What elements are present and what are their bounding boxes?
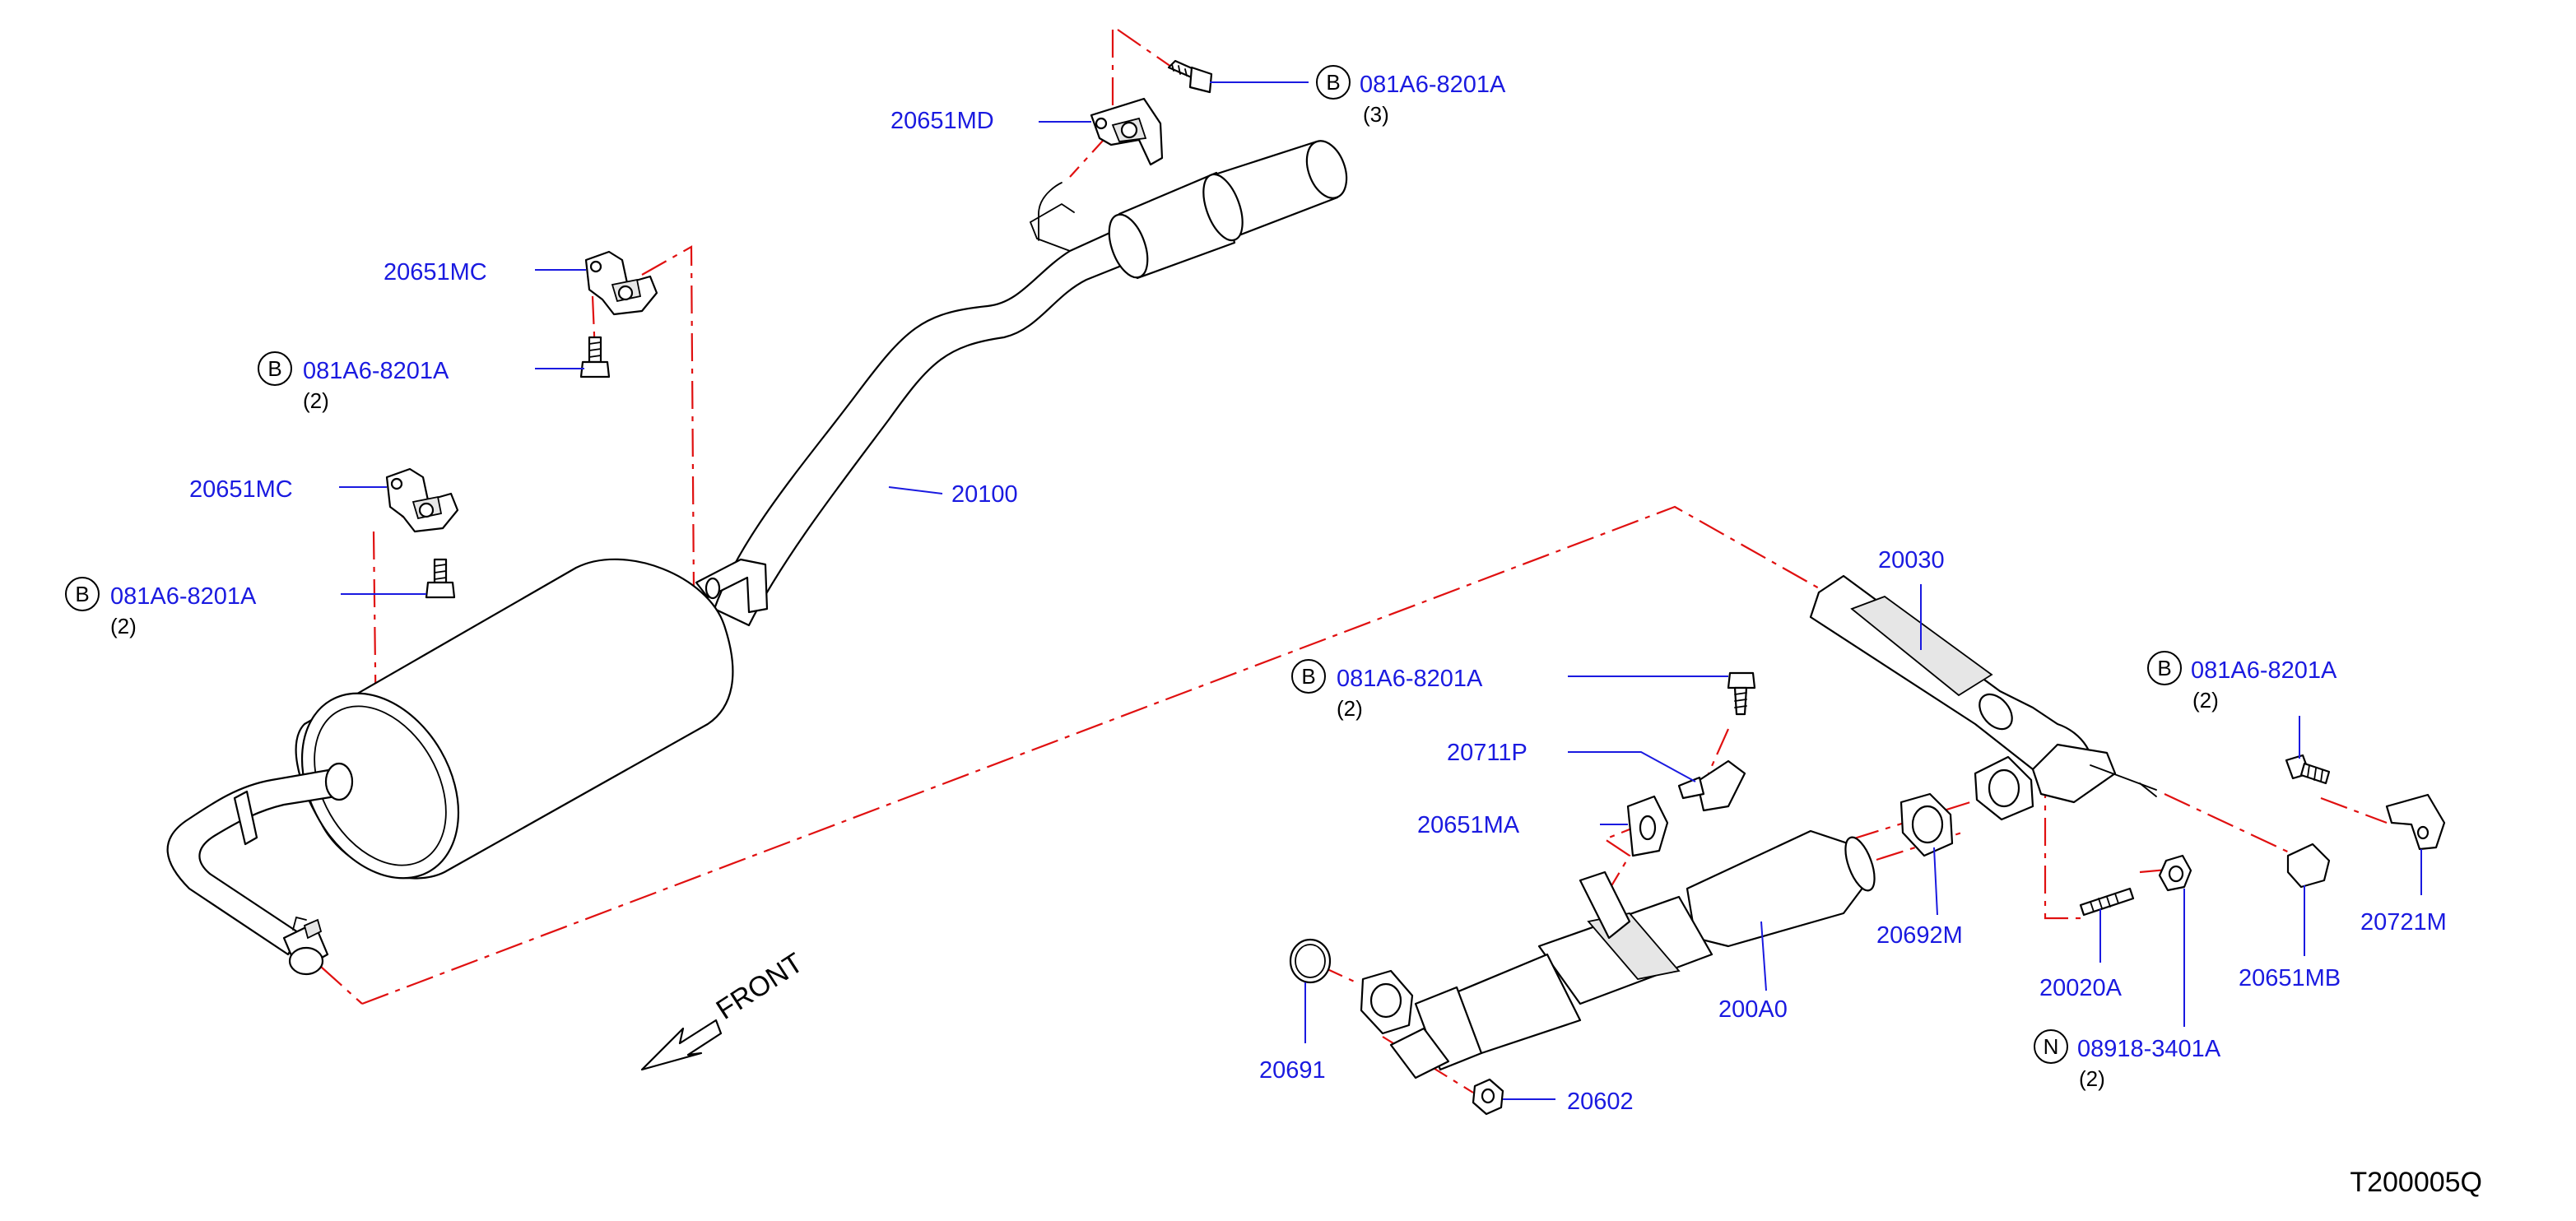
callout-bracket-711p[interactable]: 20711P xyxy=(1447,740,1527,766)
front-tube-part xyxy=(1809,574,2157,821)
badge-letter: B xyxy=(267,356,281,381)
callout-mount-mb[interactable]: 20651MB xyxy=(2239,965,2341,991)
quantity: (2) xyxy=(2079,1066,2105,1091)
part-number[interactable]: 200A0 xyxy=(1718,996,1788,1023)
callout-mount-mc-upper[interactable]: 20651MC xyxy=(384,259,487,286)
part-number[interactable]: 20602 xyxy=(1567,1089,1634,1115)
gasket-692m-part xyxy=(1899,792,1954,857)
quantity: (2) xyxy=(2192,688,2219,713)
callout-bolt-right[interactable]: B 081A6-8201A (2) xyxy=(2147,651,2337,713)
part-number[interactable]: 20651MC xyxy=(189,476,293,503)
quantity: (2) xyxy=(303,388,329,413)
main-muffler-assembly xyxy=(166,140,1348,976)
badge-letter: B xyxy=(2157,656,2171,680)
bracket-721m-part xyxy=(2385,793,2446,851)
callout-nut-n[interactable]: N 08918-3401A (2) xyxy=(2034,1029,2221,1091)
part-number[interactable]: 20020A xyxy=(2039,975,2123,1001)
bolt-center-part xyxy=(1727,671,1756,716)
bolt-top-part xyxy=(1167,59,1213,94)
part-number[interactable]: 20651MA xyxy=(1417,812,1520,838)
bracket-711p-part xyxy=(1677,759,1746,812)
quantity: (2) xyxy=(110,614,137,638)
callout-ring-20691[interactable]: 20691 xyxy=(1259,1057,1326,1084)
front-arrow-icon xyxy=(640,1019,723,1071)
front-label: FRONT xyxy=(711,947,809,1026)
b-badge-icon xyxy=(258,351,292,386)
mount-mc-upper-part xyxy=(584,250,658,316)
bolt-mc-upper-part xyxy=(579,336,611,378)
part-number[interactable]: 20651MD xyxy=(890,108,994,134)
part-number[interactable]: 20030 xyxy=(1878,547,1945,573)
part-number[interactable]: 081A6-8201A xyxy=(110,583,257,610)
part-number[interactable]: 20711P xyxy=(1447,740,1527,766)
part-number[interactable]: 20100 xyxy=(951,481,1018,508)
b-badge-icon xyxy=(1291,659,1326,694)
callout-bolt-center[interactable]: B 081A6-8201A (2) xyxy=(1291,659,1483,721)
diagram-reference-id: T200005Q xyxy=(2350,1167,2482,1198)
callout-mount-ma[interactable]: 20651MA xyxy=(1417,812,1520,838)
callout-stud-20020a[interactable]: 20020A xyxy=(2039,975,2123,1001)
badge-letter: B xyxy=(1326,70,1340,95)
callout-bracket-721m[interactable]: 20721M xyxy=(2360,909,2447,935)
callout-bolt-mc-upper[interactable]: B 081A6-8201A (2) xyxy=(258,351,449,413)
callout-nut-20602[interactable]: 20602 xyxy=(1567,1089,1634,1115)
callout-mount-mc-lower[interactable]: 20651MC xyxy=(189,476,293,503)
part-number[interactable]: 20692M xyxy=(1876,922,1963,949)
callout-gasket-692m[interactable]: 20692M xyxy=(1876,922,1963,949)
quantity: (3) xyxy=(1363,102,1389,127)
b-badge-icon xyxy=(1316,65,1351,100)
callout-front-tube[interactable]: 20030 xyxy=(1878,547,1945,573)
callout-mount-md[interactable]: 20651MD xyxy=(890,108,994,134)
part-number[interactable]: 20651MB xyxy=(2239,965,2341,991)
ring-20691-part xyxy=(1289,938,1332,984)
mount-mb-part xyxy=(2286,843,2331,889)
catalyst-part xyxy=(1360,829,1876,1079)
badge-letter: B xyxy=(1301,664,1315,689)
callout-bolt-mc-lower[interactable]: B 081A6-8201A (2) xyxy=(65,577,257,638)
badge-letter: N xyxy=(2044,1034,2059,1059)
callout-catalyst[interactable]: 200A0 xyxy=(1718,996,1788,1023)
part-number[interactable]: 081A6-8201A xyxy=(1337,666,1483,692)
quantity: (2) xyxy=(1337,696,1363,721)
badge-letter: B xyxy=(75,582,89,606)
b-badge-icon xyxy=(2147,651,2182,685)
callout-bolt-top[interactable]: B 081A6-8201A (3) xyxy=(1316,65,1506,127)
part-number[interactable]: 20721M xyxy=(2360,909,2447,935)
part-number[interactable]: 20691 xyxy=(1259,1057,1326,1084)
bolt-right-part xyxy=(2285,754,2331,785)
mount-md-part xyxy=(1090,97,1164,166)
callout-muffler[interactable]: 20100 xyxy=(951,481,1018,508)
b-badge-icon xyxy=(65,577,100,611)
nut-n-part xyxy=(2158,854,2192,892)
callout-leader-lines xyxy=(339,81,2422,1100)
stud-20020a-part xyxy=(2079,887,2135,917)
part-number[interactable]: 20651MC xyxy=(384,259,487,286)
mount-ma-part xyxy=(1626,795,1669,857)
n-badge-icon xyxy=(2034,1029,2068,1064)
part-number[interactable]: 081A6-8201A xyxy=(303,358,449,384)
part-number[interactable]: 081A6-8201A xyxy=(2191,657,2337,684)
bolt-mc-lower-part xyxy=(425,558,456,599)
nut-20602-part xyxy=(1472,1078,1504,1116)
part-number[interactable]: 081A6-8201A xyxy=(1360,72,1506,98)
front-direction-indicator: FRONT xyxy=(640,947,809,1071)
part-number[interactable]: 08918-3401A xyxy=(2077,1036,2221,1062)
mount-mc-lower-part xyxy=(385,467,459,533)
